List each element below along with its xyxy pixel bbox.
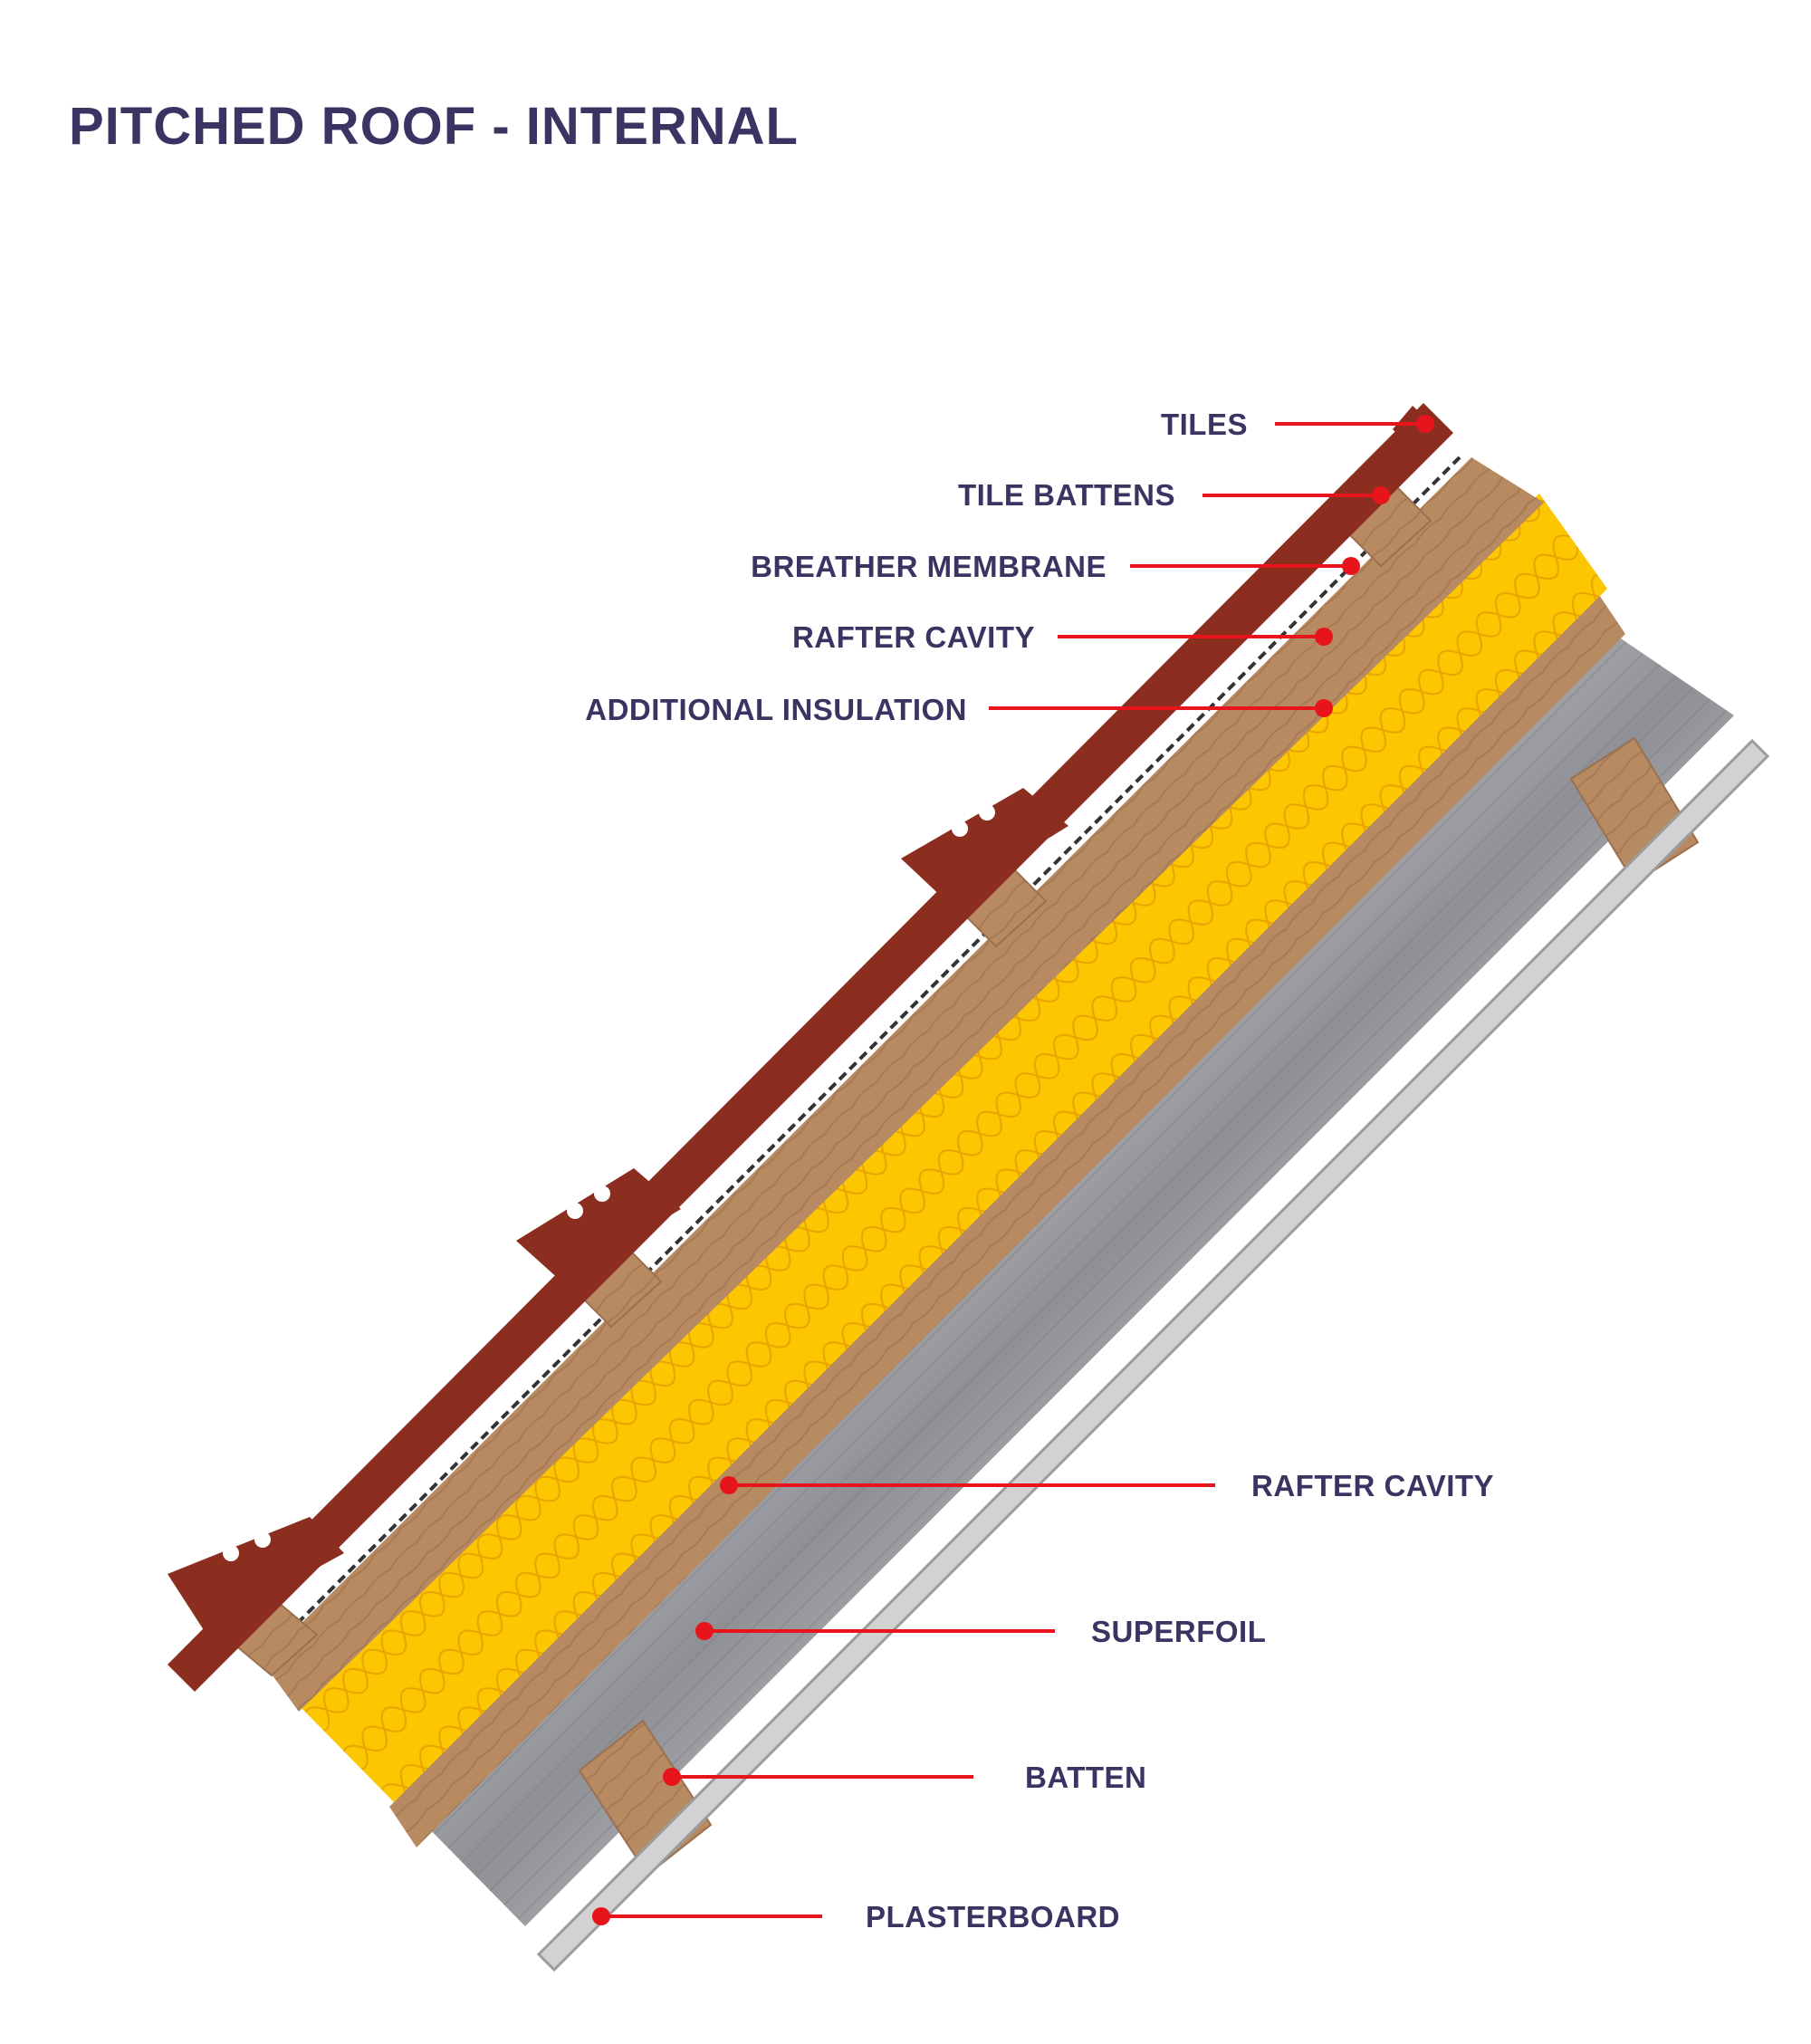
- label-plasterboard-text: PLASTERBOARD: [866, 1900, 1120, 1934]
- breather-membrane-line: [257, 456, 1461, 1664]
- label-tile-battens-text: TILE BATTENS: [958, 478, 1175, 512]
- label-batten: BATTEN: [663, 1761, 1146, 1794]
- label-plasterboard: PLASTERBOARD: [592, 1900, 1120, 1934]
- label-rafter-cavity-top-text: RAFTER CAVITY: [792, 620, 1035, 654]
- label-breather-membrane: BREATHER MEMBRANE: [751, 550, 1360, 583]
- tiles: [168, 403, 1453, 1692]
- label-rafter-cavity-bottom-text: RAFTER CAVITY: [1251, 1469, 1494, 1502]
- label-rafter-cavity-top: RAFTER CAVITY: [792, 620, 1333, 654]
- upper-rafter-layer: [263, 457, 1544, 1712]
- page-title: PITCHED ROOF - INTERNAL: [69, 97, 799, 156]
- label-breather-membrane-text: BREATHER MEMBRANE: [751, 550, 1107, 583]
- superfoil-layer: [412, 638, 1734, 1926]
- label-rafter-cavity-bottom: RAFTER CAVITY: [720, 1469, 1494, 1502]
- label-tile-battens: TILE BATTENS: [958, 478, 1390, 512]
- label-tiles-text: TILES: [1161, 408, 1248, 441]
- label-additional-insulation-text: ADDITIONAL INSULATION: [585, 693, 967, 726]
- label-superfoil-text: SUPERFOIL: [1091, 1615, 1266, 1648]
- insulation-layer: [299, 494, 1607, 1802]
- label-tiles: TILES: [1161, 408, 1434, 441]
- plasterboard-layer: [536, 738, 1770, 1972]
- label-additional-insulation: ADDITIONAL INSULATION: [585, 693, 1333, 726]
- label-batten-text: BATTEN: [1025, 1761, 1146, 1794]
- label-superfoil: SUPERFOIL: [695, 1615, 1266, 1648]
- lower-rafter-layer: [389, 587, 1625, 1847]
